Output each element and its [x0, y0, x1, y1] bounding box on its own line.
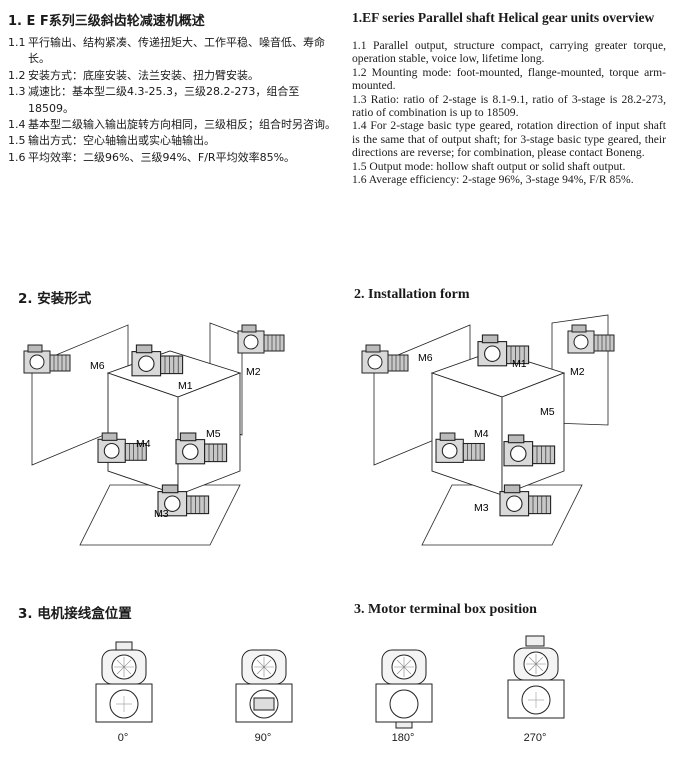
svg-text:M5: M5 — [540, 406, 555, 418]
installation-figure-left: M6 M1 M2 M4 M5 M3 — [23, 322, 285, 546]
list-item: 1.1 Parallel output, structure compact, … — [352, 39, 666, 66]
angle-label-270: 270° — [523, 732, 547, 744]
section1-en-title: 1.EF series Parallel shaft Helical gear … — [352, 10, 655, 25]
section3-zh-title: 3. 电机接线盒位置 — [18, 606, 132, 622]
section2-en-title: 2. Installation form — [354, 287, 470, 302]
terminal-box-90 — [235, 649, 293, 723]
list-item: 1.2 Mounting mode: foot-mounted, flange-… — [352, 65, 666, 93]
terminal-box-180 — [375, 649, 433, 729]
section1-en-list: 1.1 Parallel output, structure compact, … — [352, 39, 666, 186]
list-item: 1.5 Output mode: hollow shaft output or … — [352, 159, 626, 173]
svg-text:M3: M3 — [474, 502, 489, 514]
section2-zh-title: 2. 安装形式 — [18, 291, 92, 307]
angle-label-0: 0° — [117, 732, 129, 744]
label-m6: M6 — [90, 360, 105, 372]
svg-text:M2: M2 — [570, 366, 585, 378]
terminal-box-0 — [95, 641, 153, 723]
angle-label-90: 90° — [254, 732, 272, 744]
section1-zh-title: 1. E F系列三级斜齿轮减速机概述 — [8, 14, 205, 29]
svg-text:M1: M1 — [512, 358, 527, 370]
label-m3: M3 — [154, 508, 169, 520]
list-item: 1.6 Average efficiency: 2-stage 96%, 3-s… — [352, 173, 634, 187]
installation-figure-right: M6 M1 M2 M4 M5 M3 — [361, 314, 615, 546]
section3-en-title: 3. Motor terminal box position — [354, 602, 537, 617]
list-item: 1.4 For 2-stage basic type geared, rotat… — [352, 119, 666, 160]
svg-text:M4: M4 — [474, 428, 489, 440]
label-m2: M2 — [246, 366, 261, 378]
list-item: 1.3 Ratio: ratio of 2-stage is 8.1-9.1, … — [352, 92, 666, 120]
angle-label-180: 180° — [391, 732, 415, 744]
terminal-box-270 — [507, 635, 565, 719]
label-m4: M4 — [136, 438, 151, 450]
label-m5: M5 — [206, 428, 221, 440]
label-m1: M1 — [178, 380, 193, 392]
svg-text:M6: M6 — [418, 352, 433, 364]
